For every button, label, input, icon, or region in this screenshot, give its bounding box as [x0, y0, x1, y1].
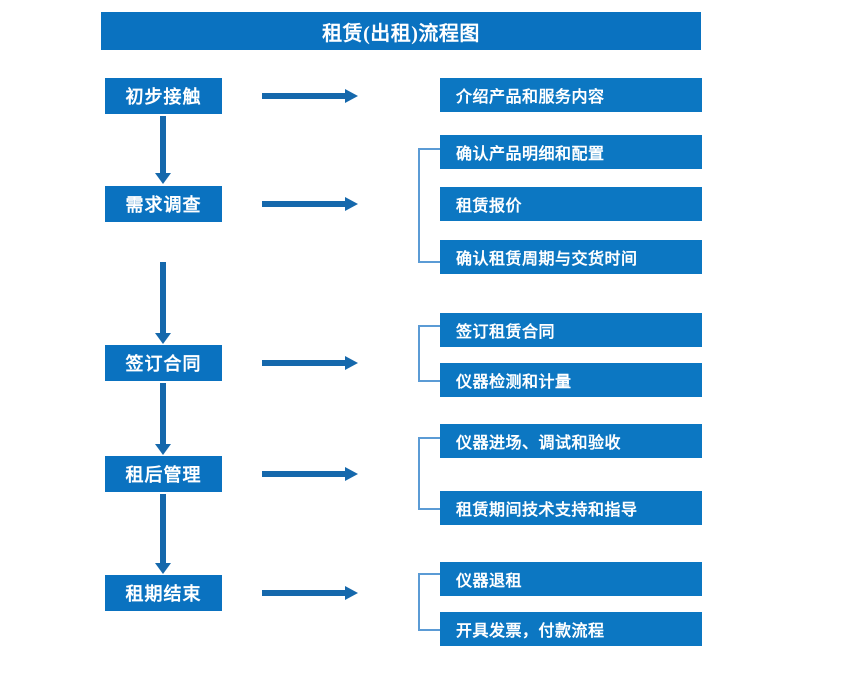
stage-to-details-arrow-1 [262, 88, 358, 104]
stage-to-details-arrow-4 [262, 466, 358, 482]
detail-group-bracket-5 [418, 573, 440, 631]
arrow-head-down-icon [155, 444, 171, 455]
arrow-head-right-icon [345, 586, 358, 600]
detail-box-7[interactable]: 仪器进场、调试和验收 [440, 424, 702, 458]
stage-connector-arrow-2-3 [153, 262, 173, 344]
stage-connector-arrow-4-5 [153, 494, 173, 574]
detail-box-8[interactable]: 租赁期间技术支持和指导 [440, 491, 702, 525]
detail-group-bracket-3 [418, 325, 440, 382]
stage-box-5[interactable]: 租期结束 [105, 575, 222, 611]
stage-box-1[interactable]: 初步接触 [105, 78, 222, 114]
stage-box-3[interactable]: 签订合同 [105, 345, 222, 381]
stage-box-2[interactable]: 需求调查 [105, 186, 222, 222]
arrow-shaft [262, 360, 345, 366]
stage-to-details-arrow-5 [262, 585, 358, 601]
stage-box-4[interactable]: 租后管理 [105, 456, 222, 492]
detail-group-bracket-2 [418, 148, 440, 263]
arrow-shaft [262, 471, 345, 477]
stage-to-details-arrow-2 [262, 196, 358, 212]
arrow-shaft [262, 201, 345, 207]
detail-box-2[interactable]: 确认产品明细和配置 [440, 135, 702, 169]
detail-box-10[interactable]: 开具发票，付款流程 [440, 612, 702, 646]
stage-connector-arrow-3-4 [153, 383, 173, 455]
stage-connector-arrow-1-2 [153, 116, 173, 184]
arrow-shaft [262, 590, 345, 596]
stage-to-details-arrow-3 [262, 355, 358, 371]
detail-box-4[interactable]: 确认租赁周期与交货时间 [440, 240, 702, 274]
arrow-shaft [160, 383, 166, 444]
arrow-head-down-icon [155, 563, 171, 574]
detail-box-1[interactable]: 介绍产品和服务内容 [440, 78, 702, 112]
detail-group-bracket-4 [418, 437, 440, 510]
arrow-head-right-icon [345, 356, 358, 370]
detail-box-6[interactable]: 仪器检测和计量 [440, 363, 702, 397]
arrow-shaft [262, 93, 345, 99]
arrow-shaft [160, 494, 166, 563]
arrow-head-right-icon [345, 467, 358, 481]
arrow-head-right-icon [345, 89, 358, 103]
flowchart-title: 租赁(出租)流程图 [101, 12, 701, 50]
detail-box-5[interactable]: 签订租赁合同 [440, 313, 702, 347]
detail-box-9[interactable]: 仪器退租 [440, 562, 702, 596]
arrow-head-down-icon [155, 173, 171, 184]
arrow-shaft [160, 116, 166, 173]
detail-box-3[interactable]: 租赁报价 [440, 187, 702, 221]
arrow-head-down-icon [155, 333, 171, 344]
arrow-shaft [160, 262, 166, 333]
arrow-head-right-icon [345, 197, 358, 211]
